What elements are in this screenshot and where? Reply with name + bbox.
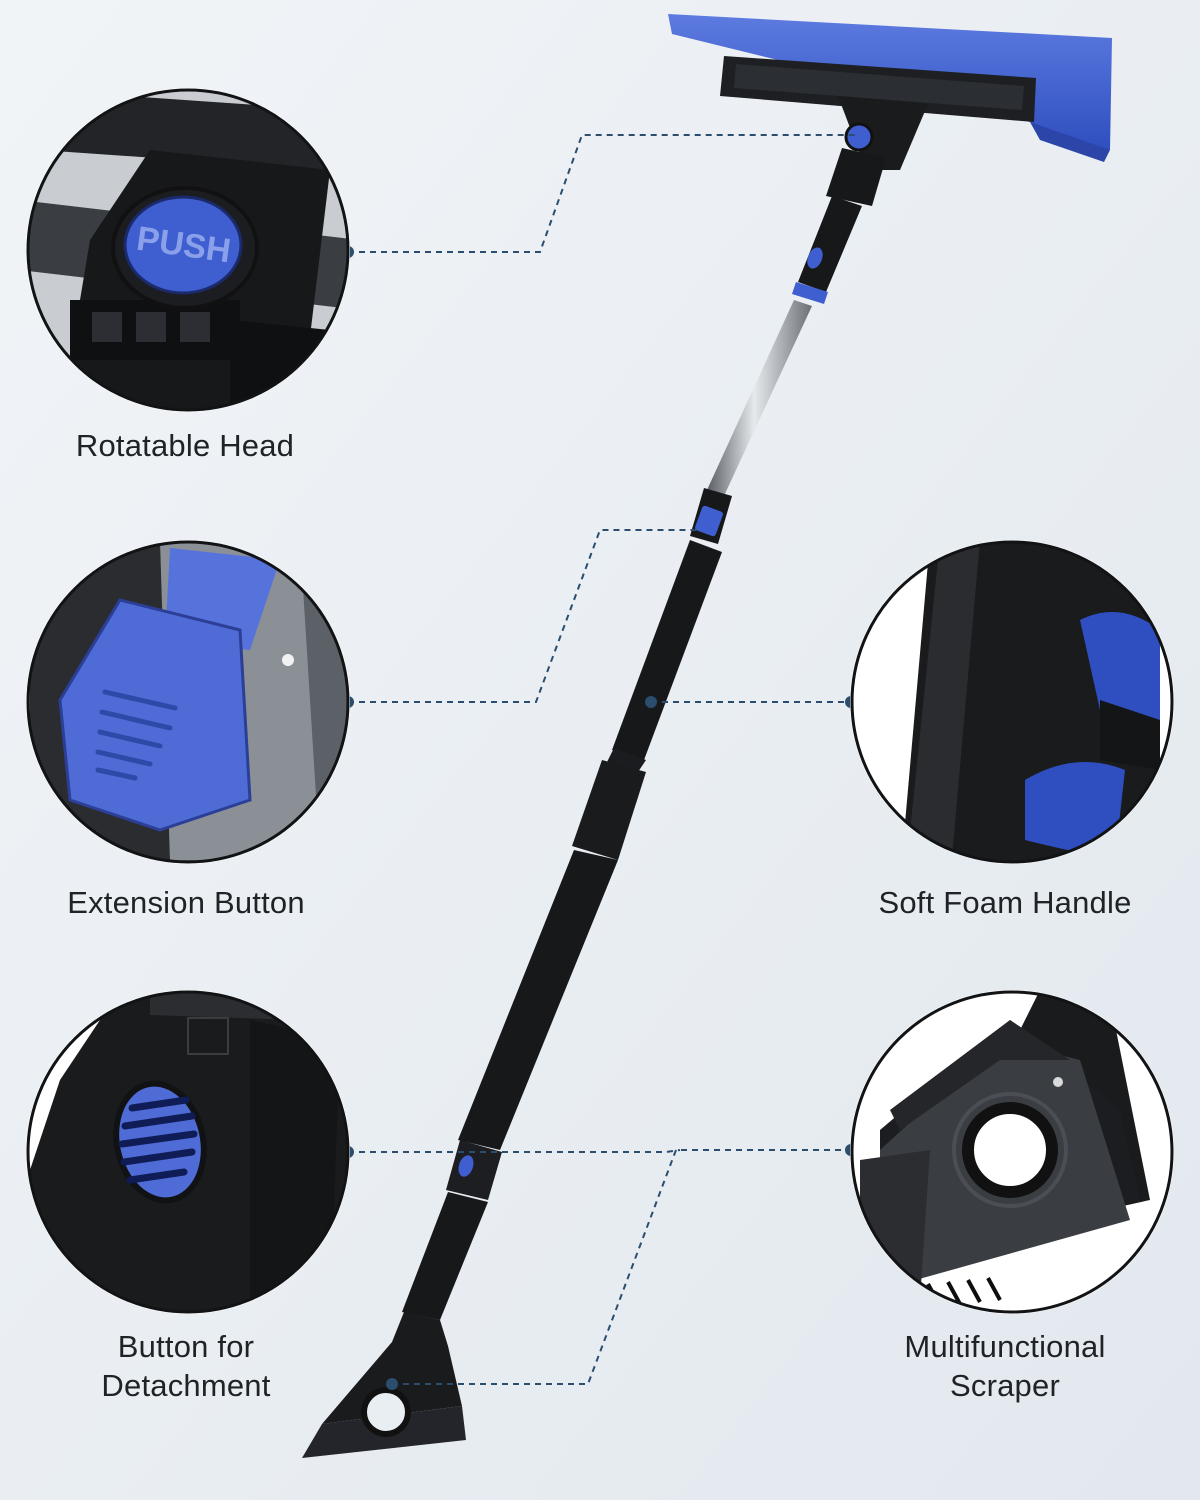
caption-soft-foam-handle-text: Soft Foam Handle xyxy=(878,885,1132,920)
caption-multifunctional-scraper-line1: Multifunctional xyxy=(904,1329,1106,1364)
caption-button-for-detachment: Button for Detachment xyxy=(0,1327,376,1405)
caption-rotatable-head: Rotatable Head xyxy=(0,426,375,465)
caption-button-for-detachment-line1: Button for xyxy=(117,1329,255,1364)
detail-extension-button xyxy=(26,540,350,864)
brush-head xyxy=(668,14,1112,170)
caption-multifunctional-scraper: Multifunctional Scraper xyxy=(815,1327,1195,1405)
detail-multifunctional-scraper xyxy=(850,990,1174,1314)
detail-button-for-detachment xyxy=(26,990,350,1314)
caption-button-for-detachment-line2: Detachment xyxy=(101,1368,271,1403)
push-button-icon xyxy=(844,122,874,152)
detail-soft-foam-handle xyxy=(850,540,1174,864)
caption-rotatable-head-text: Rotatable Head xyxy=(75,428,295,463)
callout-lines xyxy=(348,134,855,1385)
extension-clip-icon xyxy=(695,505,723,537)
caption-extension-button: Extension Button xyxy=(0,883,376,922)
snow-brush xyxy=(302,14,1112,1458)
caption-soft-foam-handle: Soft Foam Handle xyxy=(815,883,1195,922)
caption-multifunctional-scraper-line2: Scraper xyxy=(950,1368,1060,1403)
caption-extension-button-text: Extension Button xyxy=(67,885,305,920)
